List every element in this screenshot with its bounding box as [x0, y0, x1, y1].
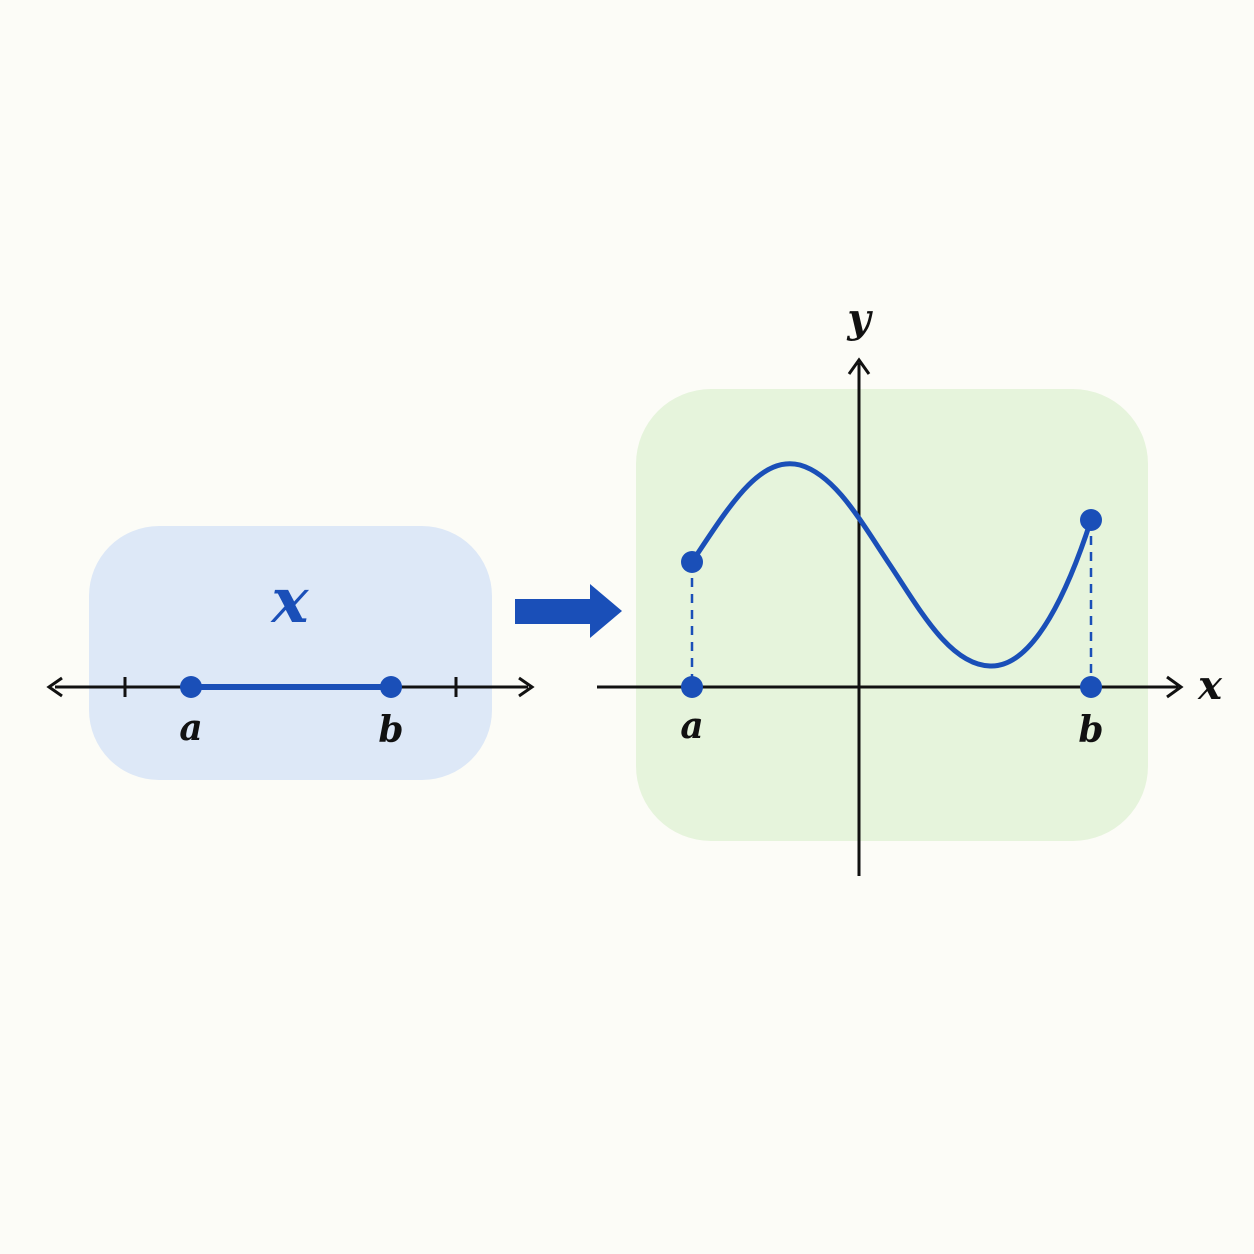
x-axis-point-b [1080, 676, 1102, 698]
curve-start-point [681, 551, 703, 573]
function-curve [689, 461, 1094, 669]
x-axis-arrowhead [1166, 675, 1184, 699]
interval-end-label: b [378, 709, 403, 751]
domain-variable-label: x [270, 564, 310, 637]
graph-panel-background [636, 389, 1148, 841]
graph-start-label: a [680, 705, 703, 747]
x-axis-point-a [681, 676, 703, 698]
domain-panel: x a b [46, 526, 535, 780]
y-axis-label: y [846, 295, 873, 342]
number-line-left-arrowhead [46, 676, 63, 698]
y-axis-arrowhead [847, 357, 871, 375]
interval-start-point [180, 676, 202, 698]
graph-end-label: b [1078, 709, 1103, 751]
graph-panel: x y a b [597, 295, 1223, 876]
x-axis-label: x [1197, 662, 1223, 709]
right-arrow-icon [515, 584, 622, 638]
interval-start-label: a [179, 707, 202, 749]
interval-end-point [380, 676, 402, 698]
number-line-right-arrowhead [518, 676, 535, 698]
domain-panel-background [89, 526, 492, 780]
curve-end-point [1080, 509, 1102, 531]
